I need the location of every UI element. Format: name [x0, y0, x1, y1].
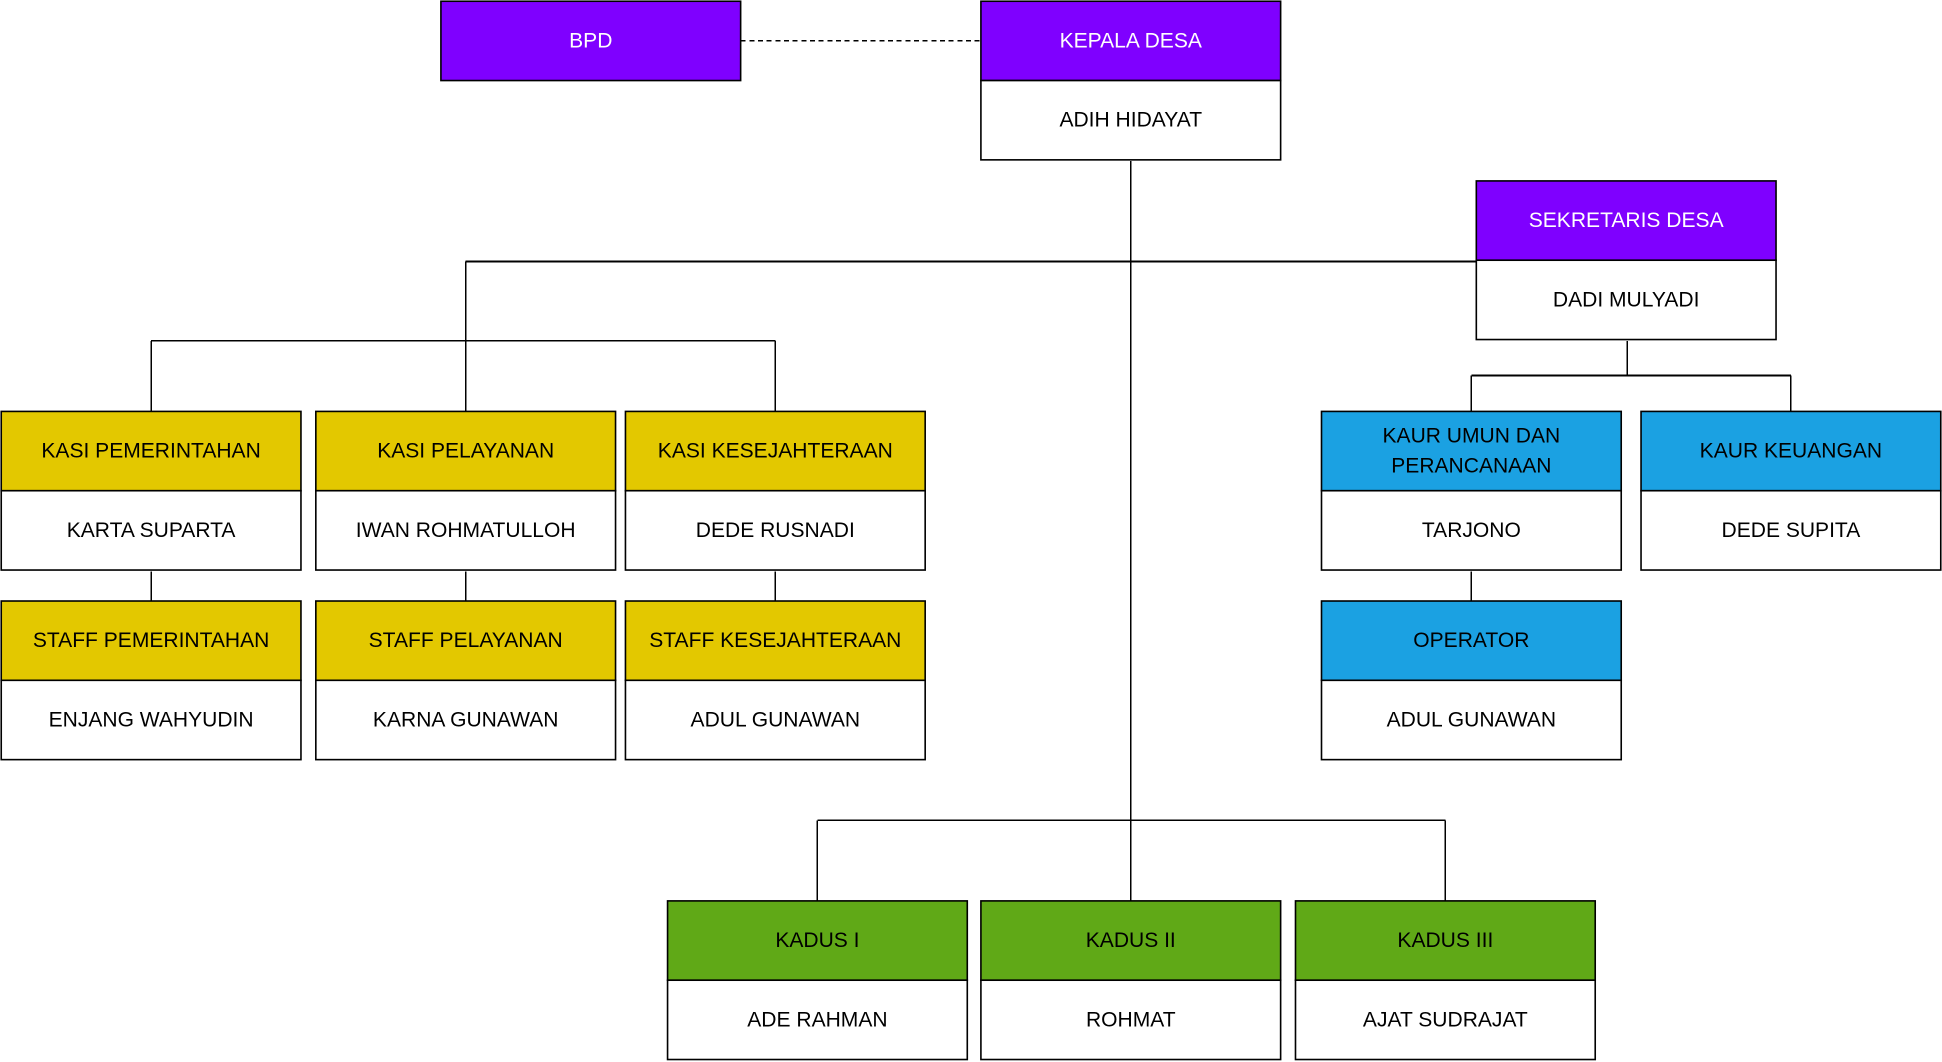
title-cell: [624, 410, 926, 492]
name-cell: [666, 979, 969, 1061]
person-name: DEDE RUSNADI: [696, 519, 855, 542]
org-box-kaur-umum: KAUR UMUN DAN PERANCANAAN TARJONO: [1320, 410, 1623, 571]
role-title: KASI PEMERINTAHAN: [41, 440, 260, 463]
person-name: KARNA GUNAWAN: [373, 708, 558, 731]
org-box-kepala-desa: KEPALA DESA ADIH HIDAYAT: [980, 0, 1282, 161]
title-cell: [0, 410, 302, 492]
org-box-sekretaris-desa: SEKRETARIS DESA DADI MULYADI: [1475, 180, 1777, 341]
person-name: KARTA SUPARTA: [67, 519, 236, 542]
title-cell: [1320, 410, 1623, 492]
person-name: IWAN ROHMATULLOH: [356, 519, 576, 542]
name-cell: [1320, 489, 1623, 571]
person-name: DEDE SUPITA: [1722, 519, 1861, 542]
name-cell: [0, 489, 302, 571]
role-title: KASI PELAYANAN: [377, 440, 554, 463]
person-name: ADE RAHMAN: [747, 1008, 887, 1031]
name-cell: [1475, 259, 1777, 341]
name-cell: [624, 489, 926, 571]
name-cell: [1294, 979, 1597, 1061]
title-cell: [1475, 180, 1777, 262]
name-cell: [980, 79, 1282, 161]
org-box-staff-pemerintahan: STAFF PEMERINTAHAN ENJANG WAHYUDIN: [0, 600, 302, 761]
title-cell: [980, 900, 1282, 982]
org-box-kadus-2: KADUS II ROHMAT: [980, 900, 1282, 1061]
org-box-kaur-keuangan: KAUR KEUANGAN DEDE SUPITA: [1640, 410, 1942, 571]
role-title: BPD: [569, 29, 612, 52]
role-title: KASI KESEJAHTERAAN: [658, 440, 893, 463]
name-cell: [624, 679, 926, 761]
role-title: STAFF KESEJAHTERAAN: [649, 629, 901, 652]
person-name: ADUL GUNAWAN: [1387, 708, 1557, 731]
title-cell: [1640, 410, 1942, 492]
connector-lines: [150, 40, 1792, 901]
name-cell: [1640, 489, 1942, 571]
role-title: STAFF PEMERINTAHAN: [33, 629, 270, 652]
person-name: ADUL GUNAWAN: [691, 708, 861, 731]
name-cell: [315, 489, 617, 571]
role-title: STAFF PELAYANAN: [369, 629, 563, 652]
org-box-kasi-pemerintahan: KASI PEMERINTAHAN KARTA SUPARTA: [0, 410, 302, 571]
title-cell: [666, 900, 969, 982]
person-name: AJAT SUDRAJAT: [1363, 1008, 1528, 1031]
org-box-kadus-1: KADUS I ADE RAHMAN: [666, 900, 969, 1061]
person-name: TARJONO: [1422, 519, 1521, 542]
title-cell: [440, 0, 742, 82]
role-title: KAUR UMUN DAN: [1383, 425, 1561, 448]
role-title: KADUS II: [1086, 929, 1176, 952]
person-name: ROHMAT: [1086, 1008, 1176, 1031]
org-box-bpd: BPD: [440, 0, 742, 82]
org-box-kasi-pelayanan: KASI PELAYANAN IWAN ROHMATULLOH: [315, 410, 617, 571]
role-title: PERANCANAAN: [1391, 454, 1551, 477]
title-cell: [1320, 600, 1623, 682]
person-name: ENJANG WAHYUDIN: [49, 708, 254, 731]
title-cell: [315, 600, 617, 682]
name-cell: [1320, 679, 1623, 761]
person-name: DADI MULYADI: [1553, 288, 1700, 311]
org-box-kasi-kesejahteraan: KASI KESEJAHTERAAN DEDE RUSNADI: [624, 410, 926, 571]
person-name: ADIH HIDAYAT: [1059, 109, 1202, 132]
title-cell: [315, 410, 617, 492]
role-title: KADUS III: [1397, 929, 1493, 952]
org-box-staff-pelayanan: STAFF PELAYANAN KARNA GUNAWAN: [315, 600, 617, 761]
name-cell: [0, 679, 302, 761]
org-box-operator: OPERATOR ADUL GUNAWAN: [1320, 600, 1623, 761]
role-title: SEKRETARIS DESA: [1529, 209, 1724, 232]
name-cell: [315, 679, 617, 761]
org-box-kadus-3: KADUS III AJAT SUDRAJAT: [1294, 900, 1597, 1061]
title-cell: [980, 0, 1282, 82]
title-cell: [1294, 900, 1597, 982]
role-title: KAUR KEUANGAN: [1700, 440, 1882, 463]
role-title: OPERATOR: [1413, 629, 1529, 652]
role-title: KADUS I: [775, 929, 859, 952]
org-box-staff-kesejahteraan: STAFF KESEJAHTERAAN ADUL GUNAWAN: [624, 600, 926, 761]
role-title: KEPALA DESA: [1060, 29, 1202, 52]
name-cell: [980, 979, 1282, 1061]
